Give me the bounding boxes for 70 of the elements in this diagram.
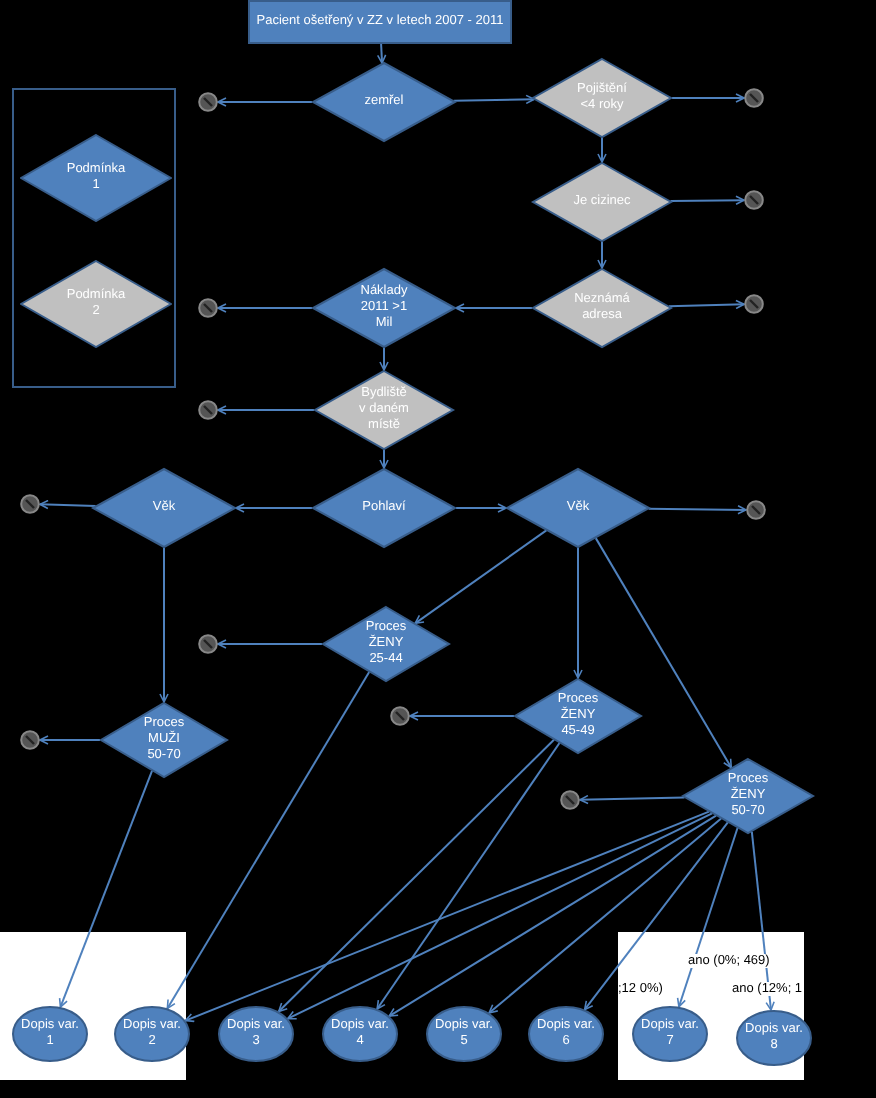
arrow	[455, 503, 507, 513]
stop-icon	[198, 92, 218, 112]
process-box	[248, 0, 512, 44]
arrow	[667, 299, 745, 310]
arrow	[388, 814, 718, 1018]
arrow	[58, 769, 153, 1009]
arrow	[597, 241, 607, 269]
stop-icon	[198, 298, 218, 318]
arrow	[217, 303, 313, 313]
stop-icon	[744, 190, 764, 210]
decision-diamond	[314, 370, 454, 450]
arrow	[676, 826, 739, 1008]
arrow	[455, 303, 533, 313]
arrow	[39, 735, 101, 745]
stop-icon	[198, 400, 218, 420]
stop-icon	[198, 634, 218, 654]
decision-diamond	[92, 468, 236, 548]
arrow	[573, 547, 583, 679]
end-ellipse	[632, 1006, 708, 1062]
decision-diamond	[322, 606, 450, 682]
arrow	[597, 137, 607, 163]
arrow	[376, 43, 387, 65]
stop-icon	[746, 500, 766, 520]
decision-diamond	[682, 758, 814, 834]
end-ellipse	[528, 1006, 604, 1062]
stop-icon	[560, 790, 580, 810]
arrow	[39, 499, 97, 510]
arrow	[217, 405, 315, 415]
decision-diamond	[312, 62, 456, 142]
arrow	[414, 529, 548, 625]
end-ellipse	[736, 1010, 812, 1066]
arrow	[166, 671, 371, 1010]
end-ellipse	[218, 1006, 294, 1062]
decision-diamond	[312, 268, 456, 348]
arrow	[579, 794, 686, 805]
arrow	[379, 449, 389, 469]
decision-diamond	[312, 468, 456, 548]
arrow	[277, 738, 555, 1013]
stop-icon	[390, 706, 410, 726]
stop-icon	[20, 494, 40, 514]
arrow	[376, 742, 561, 1010]
arrow	[671, 93, 745, 103]
decision-diamond	[514, 678, 642, 754]
end-ellipse	[114, 1006, 190, 1062]
arrow	[235, 503, 313, 513]
arrow	[750, 830, 775, 1012]
stop-icon	[20, 730, 40, 750]
arrow	[647, 505, 747, 515]
arrow	[159, 547, 169, 703]
decision-diamond	[532, 268, 672, 348]
arrow	[409, 711, 515, 721]
decision-diamond	[532, 58, 672, 138]
arrow	[669, 195, 745, 206]
arrow	[217, 97, 313, 107]
arrow	[379, 347, 389, 371]
decision-diamond	[532, 162, 672, 242]
arrow	[583, 821, 729, 1011]
arrow	[488, 817, 723, 1014]
arrow	[184, 810, 711, 1023]
arrow	[286, 812, 714, 1020]
end-ellipse	[426, 1006, 502, 1062]
arrow	[452, 94, 536, 105]
stop-icon	[744, 88, 764, 108]
end-ellipse	[322, 1006, 398, 1062]
end-ellipse	[12, 1006, 88, 1062]
decision-diamond	[100, 702, 228, 778]
arrow	[217, 639, 323, 649]
stop-icon	[744, 294, 764, 314]
arrow	[594, 537, 733, 769]
decision-diamond	[506, 468, 650, 548]
